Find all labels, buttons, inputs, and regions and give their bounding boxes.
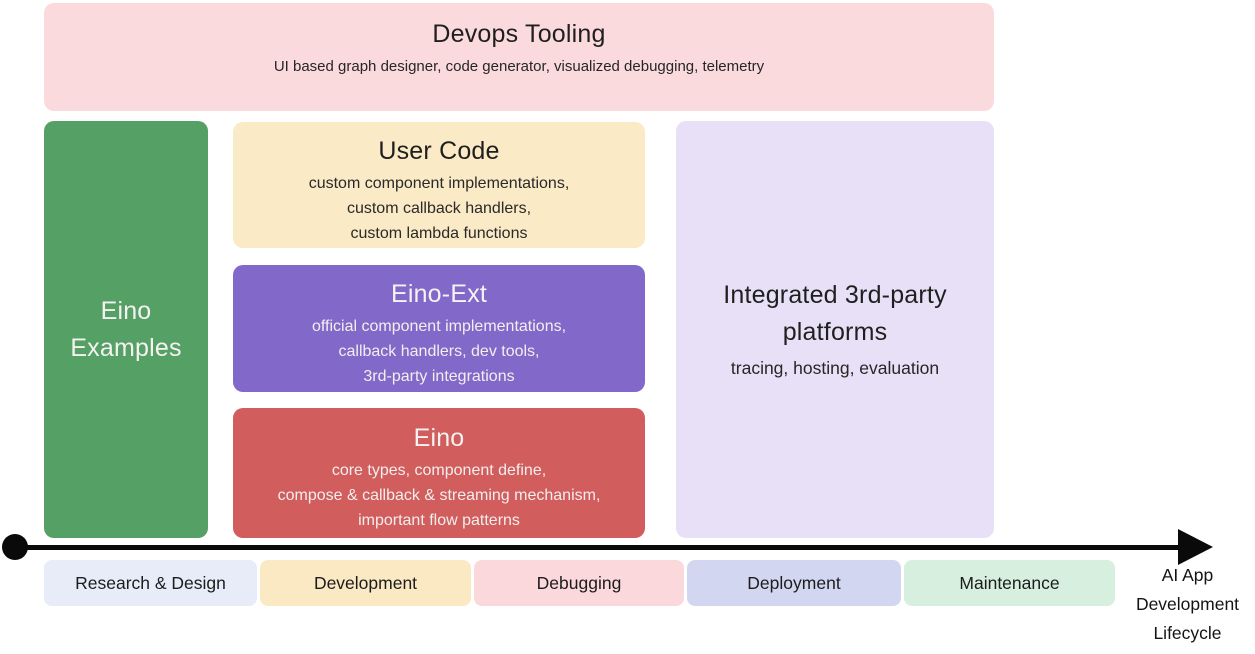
timeline-arrowhead-icon <box>1178 529 1213 565</box>
user-code-title: User Code <box>378 137 500 165</box>
stage-deployment-label: Deployment <box>747 572 841 593</box>
third-party-platforms-subtitle: tracing, hosting, evaluation <box>730 357 940 378</box>
devops-tooling-subtitle: UI based graph designer, code generator,… <box>273 58 765 75</box>
user-code-box: User Code custom component implementatio… <box>233 122 645 248</box>
stage-research-design-label: Research & Design <box>75 572 226 593</box>
stage-maintenance: Maintenance <box>904 560 1115 606</box>
stage-development: Development <box>260 560 471 606</box>
stage-development-label: Development <box>313 572 418 593</box>
eino-box: Eino core types, component define,compos… <box>233 408 645 538</box>
eino-ext-box: Eino-Ext official component implementati… <box>233 265 645 392</box>
eino-ext-description: official component implementations,callb… <box>311 318 567 385</box>
devops-tooling-title: Devops Tooling <box>432 20 606 48</box>
eino-title: Eino <box>413 424 465 452</box>
stage-debugging: Debugging <box>474 560 684 606</box>
eino-description: core types, component define,compose & c… <box>277 462 601 529</box>
stage-deployment: Deployment <box>687 560 901 606</box>
stage-debugging-label: Debugging <box>536 572 622 593</box>
devops-tooling-box: Devops Tooling UI based graph designer, … <box>44 3 994 111</box>
stage-maintenance-label: Maintenance <box>959 572 1060 593</box>
user-code-description: custom component implementations,custom … <box>308 175 570 242</box>
timeline-axis-line <box>15 545 1180 550</box>
eino-ext-title: Eino-Ext <box>390 280 488 308</box>
stage-research-design: Research & Design <box>44 560 257 606</box>
